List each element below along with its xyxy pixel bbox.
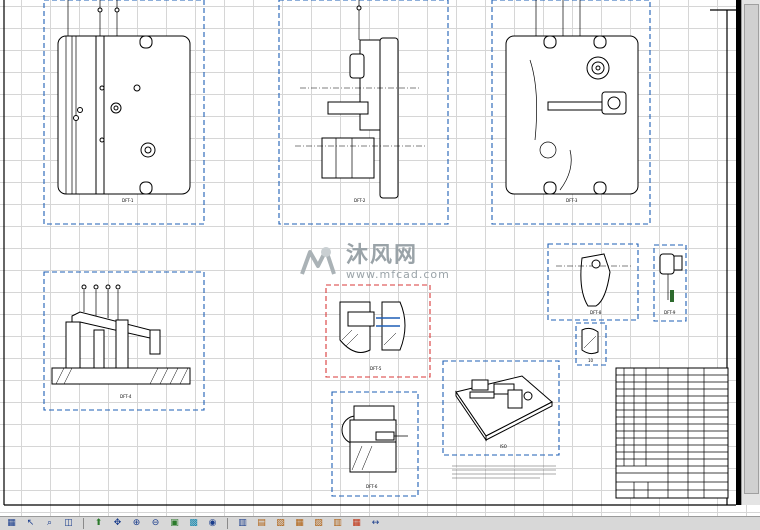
grid-icon[interactable]: ▦ [7, 518, 16, 528]
svg-text:DFT-9: DFT-9 [664, 310, 676, 315]
side-block [359, 39, 381, 131]
svg-text:DFT-5: DFT-5 [370, 366, 382, 371]
view-border [442, 360, 560, 456]
ortho-icon[interactable]: ✥ [113, 518, 122, 528]
parts-table [615, 367, 729, 499]
image-icon[interactable]: ▣ [170, 518, 179, 528]
view-border [43, 271, 205, 411]
detail-border [325, 284, 431, 378]
drawing-canvas[interactable]: DFT-1 DFT-2 [0, 0, 760, 516]
svg-text:ISO: ISO [500, 444, 507, 449]
block-icon[interactable]: ▧ [276, 518, 285, 528]
title-block [615, 367, 729, 499]
layer-icon[interactable]: ◫ [64, 518, 73, 528]
side-plate [379, 37, 399, 199]
view-border [43, 0, 205, 225]
select-icon[interactable]: ↖ [26, 518, 35, 528]
scrollbar-thumb[interactable] [744, 4, 759, 494]
layout-icon[interactable]: ▦ [295, 518, 304, 528]
palette-icon[interactable]: ▦ [352, 518, 361, 528]
picture-icon[interactable]: ▩ [189, 518, 198, 528]
view-isometric: ISO [442, 360, 560, 479]
clamp-lever [71, 311, 151, 339]
svg-text:10: 10 [588, 358, 594, 363]
folder-icon[interactable]: ▤ [257, 518, 266, 528]
snap-icon[interactable]: ⬆ [94, 518, 103, 528]
view-detail-red: DFT-5 [325, 284, 431, 378]
table-icon[interactable]: ▥ [238, 518, 247, 528]
viewport-edge [736, 0, 741, 505]
print-icon[interactable]: ▨ [314, 518, 323, 528]
svg-text:DFT-3: DFT-3 [566, 198, 578, 203]
view-bottom-left: DFT-4 [43, 271, 205, 411]
base-plate [51, 367, 191, 385]
view-detail-bottom: DFT-6 [331, 391, 419, 497]
cad-drawing: DFT-1 DFT-2 [3, 0, 736, 506]
mould-plate [57, 35, 191, 195]
view-border [547, 243, 639, 321]
svg-text:DFT-2: DFT-2 [354, 198, 366, 203]
zoom-icon[interactable]: ⌕ [46, 518, 53, 528]
svg-text:DFT-1: DFT-1 [122, 198, 134, 203]
view-border [278, 0, 449, 225]
chart-icon[interactable]: ▥ [333, 518, 342, 528]
view-top-middle: DFT-2 [278, 0, 449, 225]
svg-text:DFT-6: DFT-6 [366, 484, 378, 489]
view-top-right: DFT-3 [491, 0, 651, 225]
camera-icon[interactable]: ◉ [208, 518, 217, 528]
view-small-part: DFT-9 [653, 244, 687, 322]
bottom-toolbar: ▦ ↖ ⌕ ◫ ⬆ ✥ ⊕ ⊖ ▣ ▩ ◉ ▥ ▤ ▧ ▦ ▨ ▥ ▦ ↔ [0, 516, 760, 530]
view-top-left: DFT-1 [43, 0, 205, 225]
toolbar-separator [227, 518, 228, 529]
vertical-scrollbar[interactable] [741, 0, 760, 505]
view-border [653, 244, 687, 322]
view-border [575, 322, 607, 366]
mould-plate-right [505, 35, 639, 195]
polar-icon[interactable]: ⊕ [132, 518, 141, 528]
view-border [491, 0, 651, 225]
toolbar-separator [83, 518, 84, 529]
view-fork: DFT-8 [547, 243, 639, 321]
mould-rail [95, 35, 105, 195]
arrows-icon[interactable]: ↔ [371, 518, 380, 528]
osnap-icon[interactable]: ⊖ [151, 518, 160, 528]
view-tiny-part: 10 [575, 322, 607, 366]
view-border [331, 391, 419, 497]
svg-text:DFT-8: DFT-8 [590, 310, 602, 315]
svg-text:DFT-4: DFT-4 [120, 394, 132, 399]
